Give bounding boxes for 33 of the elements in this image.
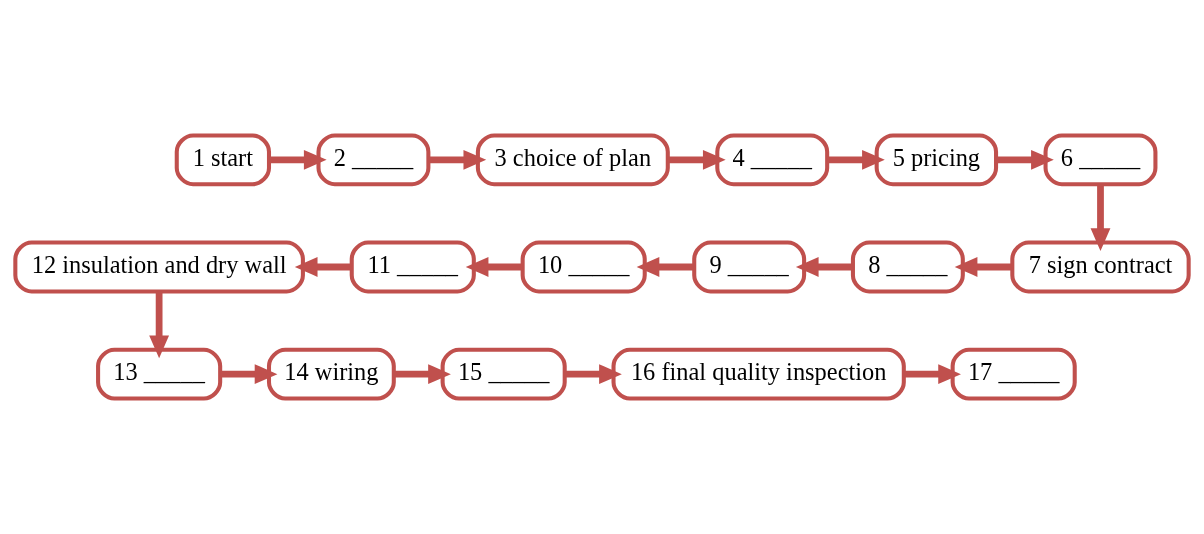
arrow	[827, 149, 885, 170]
node-box: 15 _____	[440, 347, 567, 401]
node-box: 5 pricing	[874, 133, 999, 187]
node-box: 6 _____	[1043, 133, 1158, 187]
arrow	[149, 291, 170, 359]
arrow	[667, 149, 726, 170]
node-box: 8 _____	[850, 240, 965, 294]
arrow	[394, 364, 451, 385]
arrow	[636, 257, 694, 277]
arrow	[220, 364, 278, 385]
arrow	[1090, 184, 1111, 251]
node-box: 11 _____	[349, 240, 476, 294]
node-box: 12 insulation and dry wall	[13, 240, 305, 294]
node-box: 10 _____	[520, 240, 647, 294]
arrow	[795, 257, 853, 277]
node-box: 7 sign contract	[1010, 240, 1191, 294]
arrow	[996, 149, 1054, 170]
arrow	[269, 149, 327, 170]
arrow	[904, 364, 961, 385]
node-box: 17 _____	[950, 347, 1077, 401]
node-box: 13 _____	[96, 347, 223, 401]
node-box: 16 final quality inspection	[611, 347, 906, 401]
node-box: 2 _____	[316, 133, 431, 187]
arrow	[564, 364, 622, 385]
arrow	[465, 257, 523, 277]
node-box: 1 start	[174, 133, 272, 187]
node-box: 4 _____	[715, 133, 830, 187]
arrow	[954, 257, 1012, 277]
node-box: 3 choice of plan	[475, 133, 670, 187]
arrow	[428, 149, 487, 170]
arrow	[294, 257, 352, 277]
node-box: 9 _____	[692, 240, 807, 294]
node-box: 14 wiring	[266, 347, 396, 401]
